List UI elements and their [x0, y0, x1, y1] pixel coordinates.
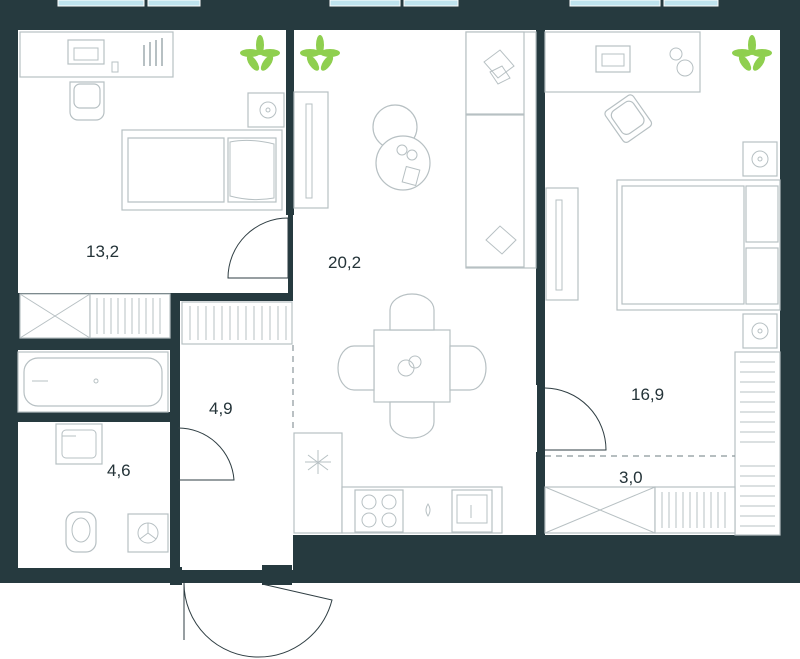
door-swing-icon: [177, 427, 235, 481]
plant-icon: [300, 35, 340, 71]
window-mid-b: [403, 0, 459, 7]
room-hallway: [180, 300, 293, 570]
bedroom-right-furniture: [544, 31, 781, 536]
wall-right-lower: [536, 452, 545, 542]
windows: [57, 0, 719, 7]
books-icon: [143, 38, 163, 66]
living-furniture: [293, 31, 537, 534]
niche-utility-2: [530, 510, 540, 535]
area-label-hallway: 4,9: [209, 399, 233, 418]
doors: [177, 217, 607, 658]
chair-icon: [389, 401, 435, 439]
wall-bath-top: [18, 412, 170, 422]
chair-icon: [389, 293, 435, 331]
wardrobe-icon: [181, 301, 293, 345]
area-label-living: 20,2: [328, 253, 361, 272]
area-label-bathroom: 4,6: [107, 461, 131, 480]
room-labels: 13,2 20,2 16,9 4,9 4,6 3,0: [86, 242, 664, 487]
chair-icon: [69, 81, 105, 121]
wall-bedroom-bath: [18, 340, 173, 350]
wardrobe-icon: [544, 486, 736, 534]
closet-bath-left-2: [18, 540, 46, 567]
sink-icon: [55, 423, 103, 465]
bathtub-icon: [17, 351, 169, 413]
wall-hall-left-low: [170, 478, 180, 583]
wall-bottom-entry: [170, 567, 182, 585]
kitchen-counter: [293, 432, 503, 534]
niche-utility: [503, 510, 525, 535]
wardrobe-icon: [19, 293, 171, 339]
window-right-b: [663, 0, 719, 7]
window-right-a: [569, 0, 661, 7]
plant-icon: [240, 35, 280, 71]
bathroom-fixtures: [17, 351, 169, 553]
area-label-bedroom-left: 13,2: [86, 242, 119, 261]
area-label-bedroom-right: 16,9: [631, 385, 664, 404]
tv-icon: [293, 91, 329, 209]
area-label-wardrobe: 3,0: [619, 468, 643, 487]
tv-icon: [545, 187, 579, 301]
wardrobe-icon: [734, 351, 781, 536]
window-left-a: [57, 0, 145, 7]
window-mid-a: [329, 0, 401, 7]
wall-hall-left: [170, 300, 180, 430]
coffee-table-icon: [372, 104, 431, 191]
monitor-icon: [595, 45, 631, 73]
plant-icon: [732, 35, 772, 71]
door-swing-icon: [227, 217, 289, 279]
sofa-icon: [465, 31, 537, 269]
wall-hall-right-low: [262, 565, 292, 585]
wall-left-bedroom-living: [286, 30, 294, 215]
dining-table-icon: [337, 293, 487, 439]
wall-mass-bottom: [290, 540, 800, 560]
nightstand-icon: [742, 313, 778, 349]
toilet-icon: [65, 511, 97, 553]
washing-machine-icon: [127, 513, 169, 553]
window-left-b: [147, 0, 201, 7]
sink-icon: [451, 489, 493, 533]
bed-icon: [616, 179, 781, 311]
chair-icon: [449, 345, 487, 391]
closet-bath-left: [18, 422, 46, 522]
wall-bedroom-hall: [170, 293, 293, 301]
bed-icon: [121, 129, 283, 211]
door-swing-icon: [183, 582, 333, 658]
hallway-furniture: [181, 301, 294, 430]
door-swing-icon: [544, 387, 607, 451]
inner-walls: [18, 30, 545, 585]
wall-living-right: [536, 30, 545, 385]
chair-icon: [337, 345, 375, 391]
chair-icon: [604, 94, 653, 143]
bedroom-left-furniture: [19, 31, 285, 339]
stove-icon: [354, 489, 404, 533]
nightstand-icon: [742, 141, 778, 177]
